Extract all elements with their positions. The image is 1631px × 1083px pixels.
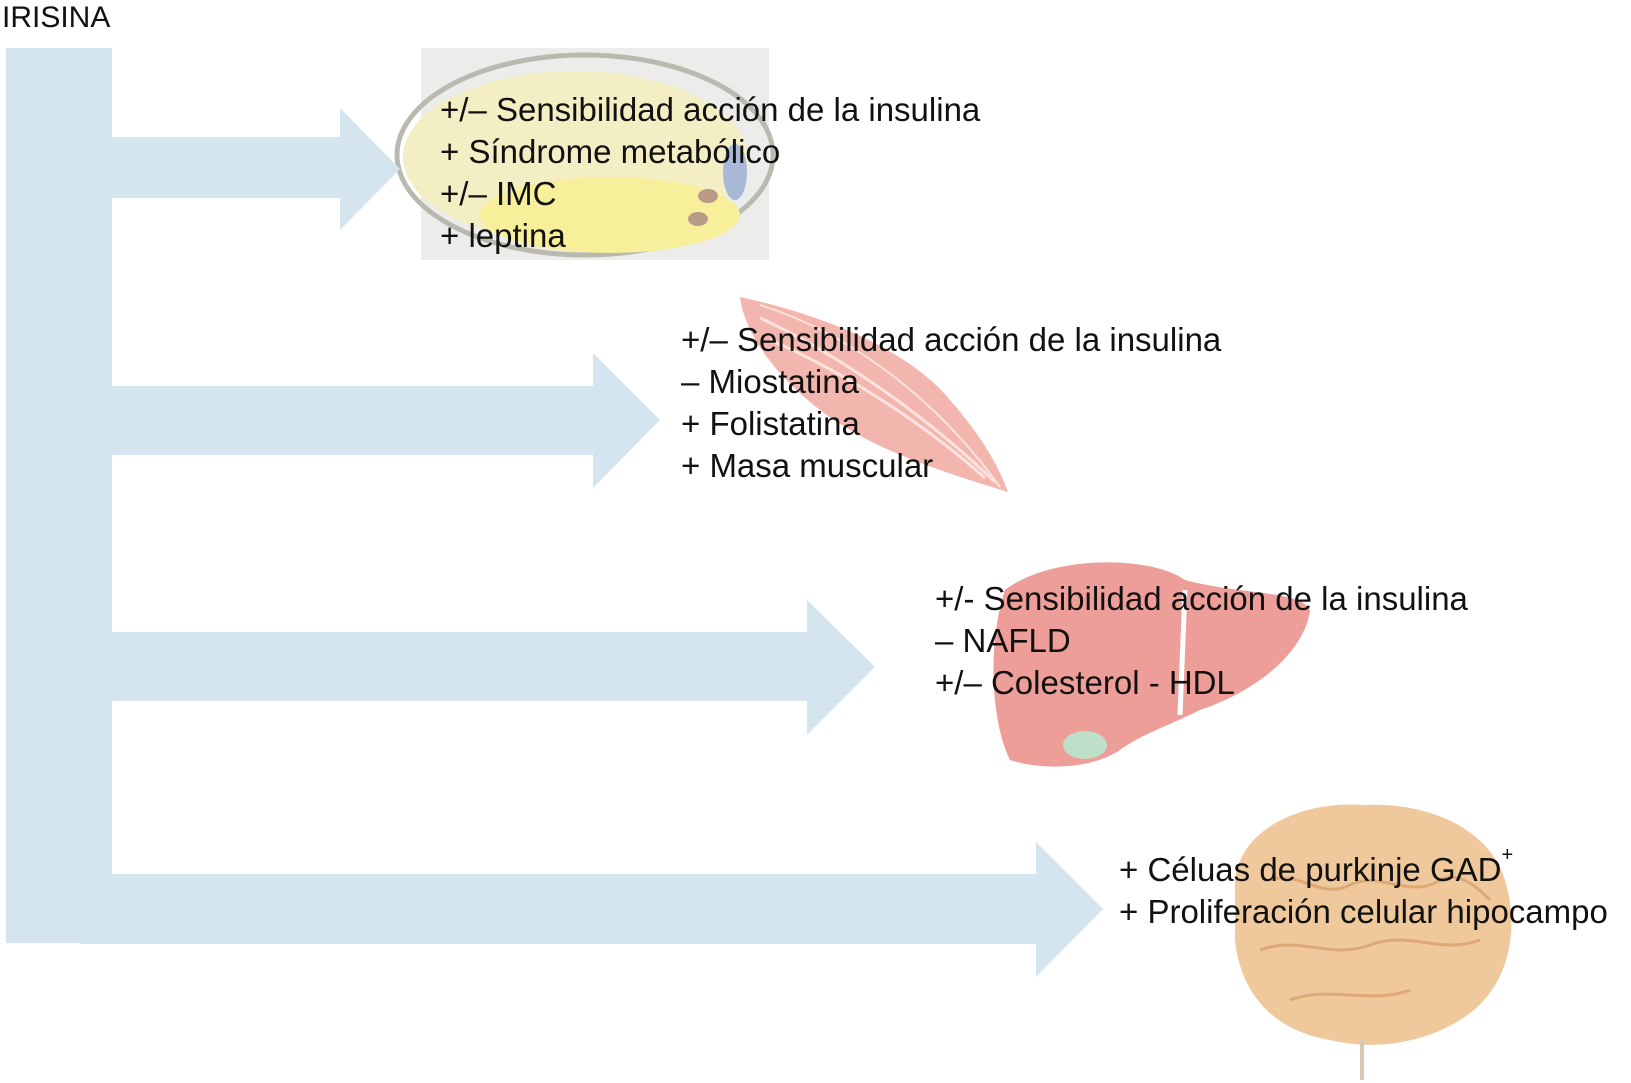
muscle-icon xyxy=(740,297,1008,492)
muscle-effects-list: +/– Sensibilidad acción de la insulina –… xyxy=(681,319,1221,487)
brain-effect-item: + Proliferación celular hipocampo xyxy=(1119,893,1608,930)
fat-effects-list: +/– Sensibilidad acción de la insulina +… xyxy=(440,89,980,257)
liver-effect-item: – NAFLD xyxy=(935,622,1071,659)
fat-tissue-icon xyxy=(394,48,776,260)
brain-effect-item: + Céluas de purkinje GAD+ xyxy=(1119,845,1608,891)
arrow-muscle xyxy=(112,353,660,488)
liver-effects-list: +/- Sensibilidad acción de la insulina –… xyxy=(935,578,1468,704)
liver-effect-item: +/- Sensibilidad acción de la insulina xyxy=(935,580,1468,617)
muscle-effect-item: + Masa muscular xyxy=(681,447,934,484)
muscle-effect-item: – Miostatina xyxy=(681,363,859,400)
fat-effect-item: +/– IMC xyxy=(440,175,557,212)
arrow-liver xyxy=(112,600,875,735)
fat-effect-item: +/– Sensibilidad acción de la insulina xyxy=(440,91,981,128)
brain-effects-list: + Céluas de purkinje GAD+ + Proliferació… xyxy=(1119,845,1608,933)
diagram-title: IRISINA xyxy=(2,1,111,34)
liver-effect-item: +/– Colesterol - HDL xyxy=(935,664,1235,701)
liver-icon xyxy=(993,562,1310,767)
main-trunk xyxy=(6,48,112,943)
muscle-effect-item: + Folistatina xyxy=(681,405,860,442)
brain-effect-text: + Céluas de purkinje GAD xyxy=(1119,851,1502,888)
fat-effect-item: + Síndrome metabólico xyxy=(440,133,781,170)
gad-superscript: + xyxy=(1501,844,1514,866)
fat-effect-item: + leptina xyxy=(440,217,566,254)
brain-icon xyxy=(1235,804,1512,1080)
arrow-fat xyxy=(112,108,400,230)
arrow-brain xyxy=(80,842,1103,977)
muscle-effect-item: +/– Sensibilidad acción de la insulina xyxy=(681,321,1222,358)
